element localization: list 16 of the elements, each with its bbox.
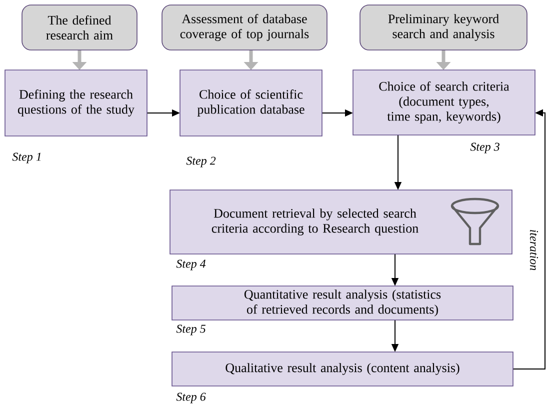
step-label: Step 1 [12, 152, 41, 164]
step-box: Defining the research questions of the study [4, 70, 148, 136]
step-label: Step 3 [470, 142, 500, 154]
step-box: Qualitative result analysis (content analysis) [172, 352, 514, 386]
step-label: Step 2 [186, 156, 216, 168]
step-box: Quantitative result analysis (statistics of retrieved records and documents) [172, 286, 514, 320]
step-box: Choice of scientific publication database [180, 70, 322, 136]
step-box: Choice of search criteria (document types, time span, keywords) [352, 70, 536, 136]
edge-label: iteration [530, 230, 538, 270]
input-box: Assessment of database coverage of top journals [162, 4, 328, 50]
step-box: Document retrieval by selected search criteria according to Research question [170, 190, 512, 254]
step-label: Step 5 [176, 324, 206, 336]
input-box: Preliminary keyword search and analysis [360, 4, 528, 50]
input-box: The defined research aim [22, 4, 138, 50]
step-label: Step 6 [176, 392, 206, 404]
step-label: Step 4 [176, 260, 206, 270]
